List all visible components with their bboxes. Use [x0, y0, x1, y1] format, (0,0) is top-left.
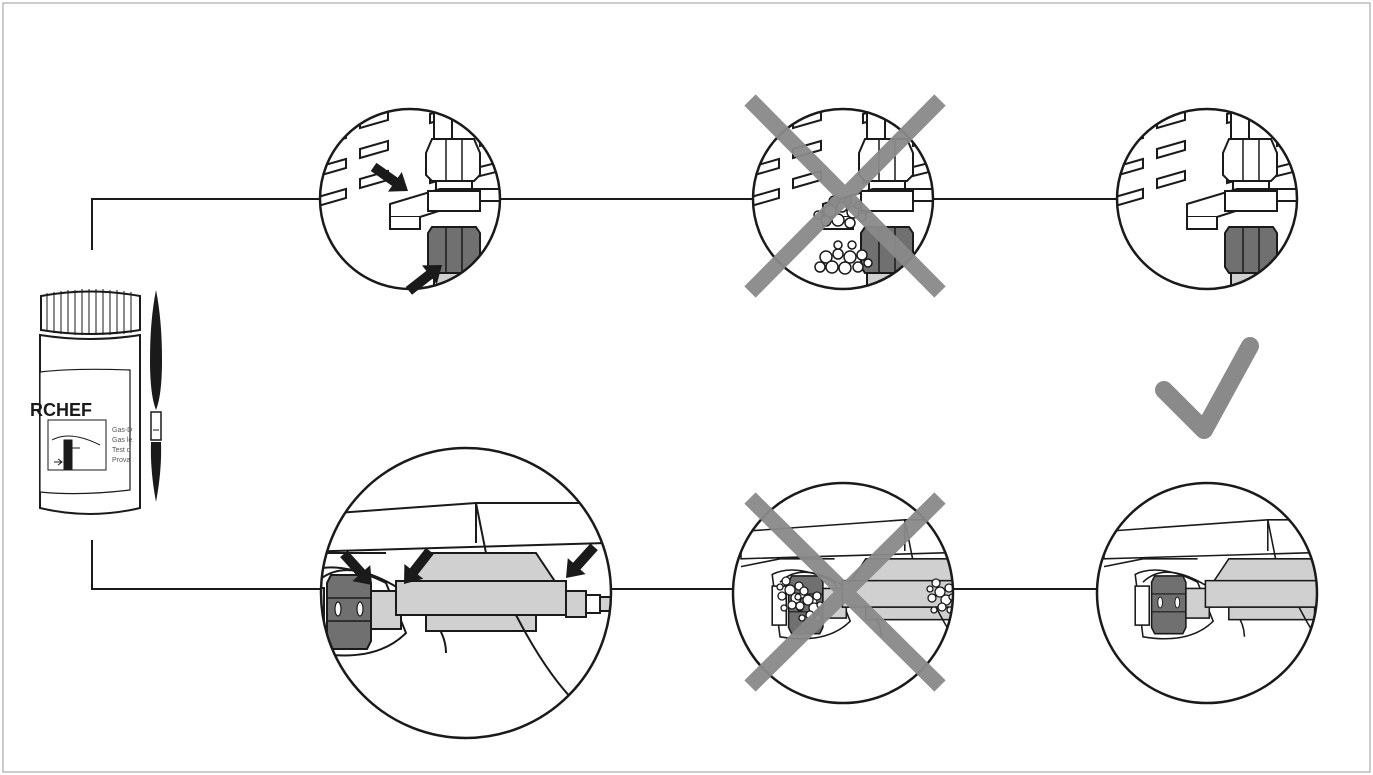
cross-icon: [744, 492, 946, 692]
leak-detector-bottle: RCHEF Gas-D Gas le Test d Prova: [30, 289, 141, 515]
step-bottom-1-apply: [319, 446, 613, 740]
connector-lines: [91, 198, 1119, 590]
bottle-label-line-4: Prova: [112, 457, 130, 464]
arrow-icon: [566, 543, 598, 578]
cross-icon: [744, 94, 946, 298]
check-icon: [1155, 337, 1259, 439]
bottle-label-line-3: Test d: [112, 447, 131, 454]
step-top-3-sealed: [1115, 107, 1299, 291]
step-top-1-apply: [318, 107, 502, 295]
arrow-icon: [340, 550, 372, 585]
step-top-2-leak: [744, 94, 946, 298]
arrow-icon: [370, 162, 408, 192]
bottle-label-line-2: Gas le: [112, 437, 132, 444]
bottle-label-line-1: Gas-D: [112, 427, 132, 434]
brush-icon: [150, 290, 162, 502]
step-bottom-2-leak: [731, 481, 955, 705]
arrow-icon: [404, 547, 434, 584]
step-bottom-3-sealed: [1095, 481, 1319, 705]
arrow-icon: [405, 265, 442, 295]
bottle-brand-text: RCHEF: [30, 400, 92, 420]
